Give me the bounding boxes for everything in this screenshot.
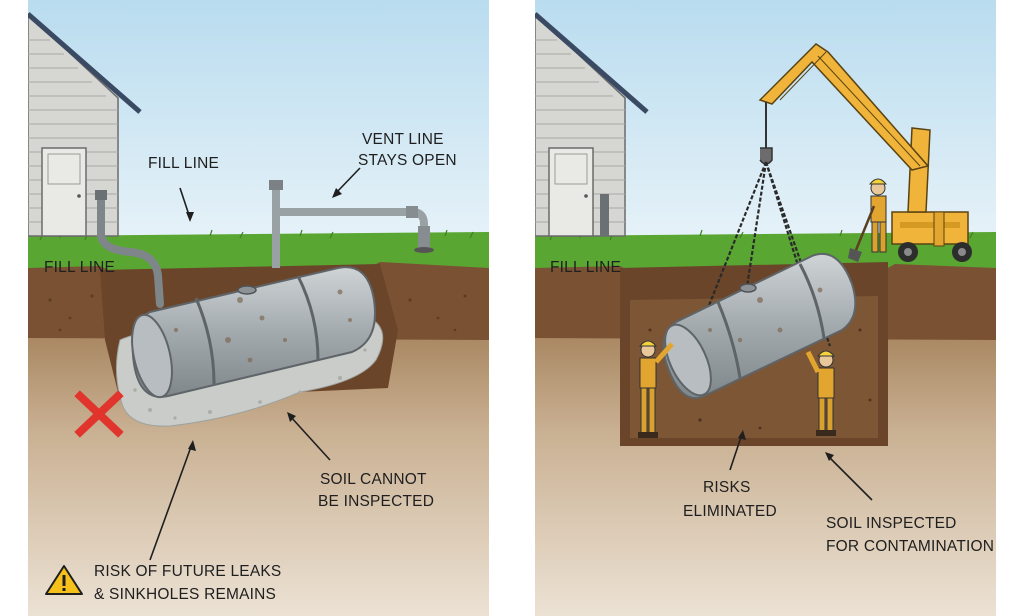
risks-label-1: RISKS (703, 479, 751, 496)
roof-edge (535, 12, 649, 114)
soil-inspected-label-2: FOR CONTAMINATION (826, 538, 994, 555)
tank-cap (739, 283, 757, 293)
house-door (548, 147, 594, 237)
slurry-texture (133, 348, 367, 420)
shovel (854, 205, 876, 251)
fill-line-pipe (97, 192, 164, 308)
callout-arrows (729, 430, 873, 501)
arrow-vent-line (334, 167, 361, 195)
crane-outrigger (933, 211, 945, 247)
soil-specks (48, 294, 467, 332)
arrow-risk (149, 443, 193, 561)
risks-label-2: ELIMINATED (683, 503, 777, 520)
callout-arrows (149, 167, 361, 561)
crane (758, 43, 972, 262)
rust-spots (173, 289, 352, 363)
vent-line-label-2: STAYS OPEN (358, 152, 457, 169)
arrow-soil (289, 415, 331, 461)
right-panel-tank-removal: FILL LINE RISKS ELIMINATED SOIL INSPECTE… (535, 0, 996, 616)
arrow-risks (729, 433, 743, 471)
stub-pipe (600, 194, 609, 236)
rust-spots (708, 287, 823, 343)
vent-line-label-1: VENT LINE (362, 131, 444, 148)
soil-inspected-label-1: SOIL INSPECTED (826, 515, 957, 532)
tank-cap (237, 285, 257, 295)
crane-hook (759, 147, 773, 165)
tank-band (798, 263, 826, 339)
fill-pipe-cap (95, 190, 107, 200)
warning-icon (45, 565, 83, 595)
roof-edge (28, 12, 142, 114)
risk-label-2: & SINKHOLES REMAINS (94, 586, 276, 603)
vent-pipe-cap (269, 180, 283, 190)
worker-shovel (848, 178, 888, 262)
abandoned-tank (131, 266, 376, 399)
panel-divider (489, 0, 535, 616)
fill-line-label-side: FILL LINE (44, 259, 115, 276)
tank-band (296, 275, 320, 361)
soil-label-1: SOIL CANNOT (320, 471, 427, 488)
red-x-mark (74, 390, 124, 438)
fill-line-label-top: FILL LINE (148, 155, 219, 172)
tank-band (194, 297, 216, 385)
risk-label-1: RISK OF FUTURE LEAKS (94, 563, 281, 580)
left-panel-abandoned-in-place: FILL LINE FILL LINE VENT LINE STAYS OPEN… (28, 0, 489, 616)
soil-label-2: BE INSPECTED (318, 493, 434, 510)
fill-line-label-side: FILL LINE (550, 259, 621, 276)
right-margin (996, 0, 1024, 616)
house (535, 12, 649, 237)
house-door (41, 147, 87, 237)
worker-right (805, 350, 836, 436)
arrow-soil-inspected (827, 455, 873, 501)
tank-band (716, 301, 742, 379)
crane-boom (758, 43, 930, 171)
worker-left (638, 340, 674, 438)
